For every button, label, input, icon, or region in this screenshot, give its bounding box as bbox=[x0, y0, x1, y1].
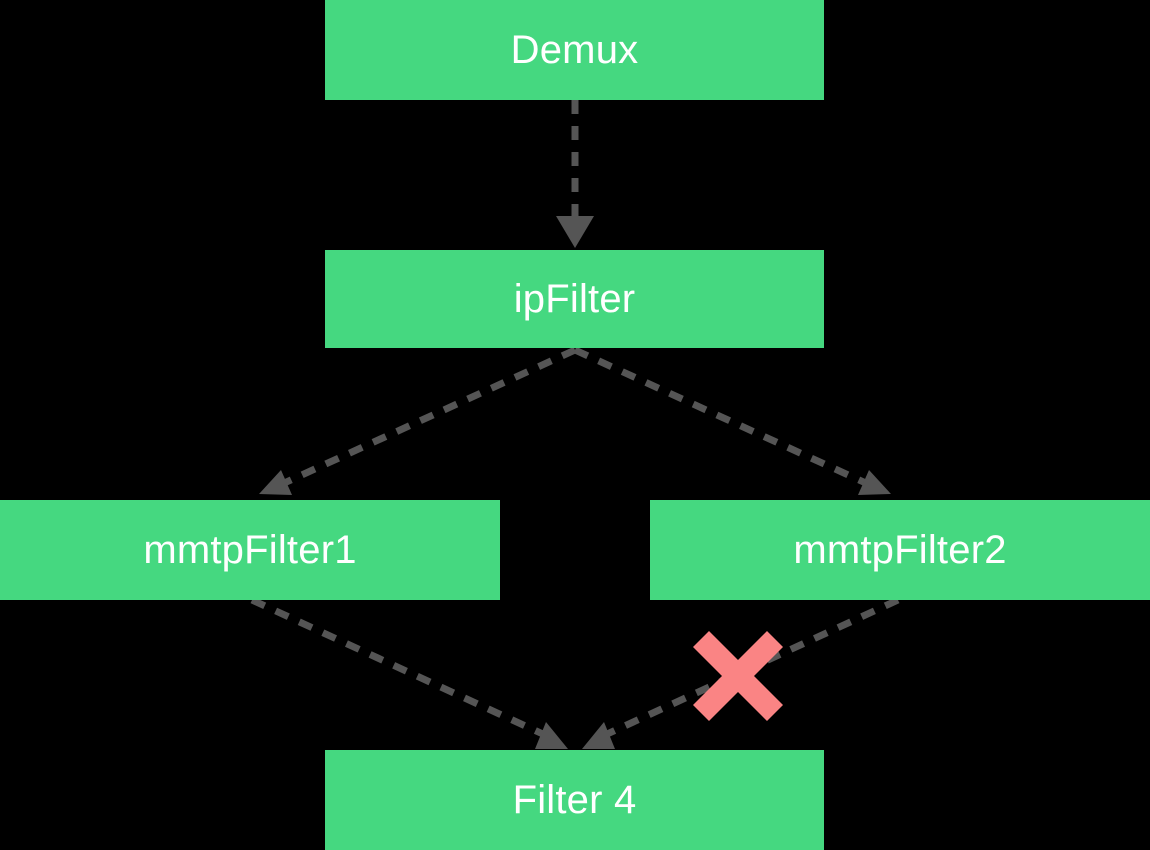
node-filter4[interactable]: Filter 4 bbox=[325, 750, 824, 850]
arrowhead bbox=[556, 216, 594, 248]
blocked-x-icon bbox=[693, 631, 783, 721]
node-mmtpfilter2[interactable]: mmtpFilter2 bbox=[650, 500, 1150, 600]
arrowhead bbox=[259, 470, 292, 495]
arrowhead bbox=[582, 722, 615, 749]
edge-line bbox=[573, 346, 870, 488]
edge-line bbox=[280, 346, 577, 488]
node-ipfilter[interactable]: ipFilter bbox=[325, 250, 824, 348]
edge-line bbox=[250, 596, 547, 739]
node-filter4-label: Filter 4 bbox=[512, 778, 637, 822]
node-mmtpfilter1-label: mmtpFilter1 bbox=[143, 528, 357, 572]
node-mmtpfilter2-label: mmtpFilter2 bbox=[793, 528, 1007, 572]
arrowhead bbox=[535, 722, 568, 749]
edge-demux-to-ipfilter bbox=[556, 100, 594, 248]
edge-ipfilter-to-mmtpfilter2 bbox=[573, 346, 891, 495]
edge-mmtpfilter1-to-filter4 bbox=[250, 596, 568, 749]
node-ipfilter-label: ipFilter bbox=[513, 277, 636, 321]
arrowhead bbox=[858, 470, 891, 495]
edge-ipfilter-to-mmtpfilter1 bbox=[259, 346, 577, 495]
node-demux[interactable]: Demux bbox=[325, 0, 824, 100]
node-mmtpfilter1[interactable]: mmtpFilter1 bbox=[0, 500, 500, 600]
node-demux-label: Demux bbox=[510, 28, 639, 72]
